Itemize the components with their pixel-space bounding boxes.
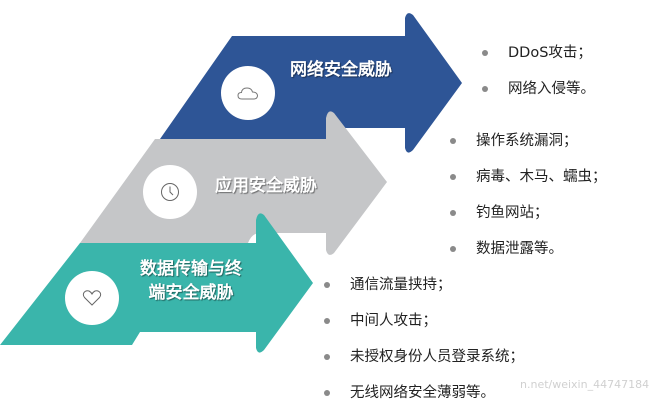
list-item: 网络入侵等。 xyxy=(480,76,595,112)
bullet-icon xyxy=(450,210,456,216)
data-threat-title-line2: 端安全威胁 xyxy=(148,283,234,303)
bullet-icon xyxy=(450,138,456,144)
clock-icon xyxy=(161,183,179,201)
bullet-icon xyxy=(450,246,456,252)
application-threat-arrow xyxy=(80,111,387,255)
network-threat-arrow xyxy=(160,13,462,153)
list-item: 通信流量挟持； xyxy=(322,272,524,308)
data-threat-title-line1: 数据传输与终 xyxy=(140,259,242,279)
heart-icon xyxy=(82,290,102,306)
bullet-icon xyxy=(324,390,330,396)
network-threat-title: 网络安全威胁 xyxy=(290,60,392,80)
list-item: 中间人攻击； xyxy=(322,308,524,344)
list-item: 钓鱼网站； xyxy=(448,200,607,236)
list-item: 未授权身份人员登录系统； xyxy=(322,344,524,380)
list-item: 无线网络安全薄弱等。 xyxy=(322,380,524,416)
application-icon-badge xyxy=(143,165,197,219)
application-threat-list: 操作系统漏洞； 病毒、木马、蠕虫； 钓鱼网站； 数据泄露等。 xyxy=(448,128,607,272)
network-threat-list: DDoS攻击； 网络入侵等。 xyxy=(480,40,595,112)
list-item: 病毒、木马、蠕虫； xyxy=(448,164,607,200)
bullet-icon xyxy=(324,318,330,324)
network-icon-badge xyxy=(221,66,275,120)
bullet-icon xyxy=(482,86,488,92)
data-threat-list: 通信流量挟持； 中间人攻击； 未授权身份人员登录系统； 无线网络安全薄弱等。 xyxy=(322,272,524,416)
watermark: n.net/weixin_44747184 xyxy=(520,378,650,391)
list-item: DDoS攻击； xyxy=(480,40,595,76)
list-item: 操作系统漏洞； xyxy=(448,128,607,164)
bullet-icon xyxy=(324,354,330,360)
application-threat-title: 应用安全威胁 xyxy=(215,176,317,196)
list-item: 数据泄露等。 xyxy=(448,236,607,272)
data-icon-badge xyxy=(65,271,119,325)
bullet-icon xyxy=(482,50,488,56)
bullet-icon xyxy=(450,174,456,180)
cloud-icon xyxy=(237,87,259,100)
data-threat-title: 数据传输与终 端安全威胁 xyxy=(140,257,242,305)
bullet-icon xyxy=(324,282,330,288)
